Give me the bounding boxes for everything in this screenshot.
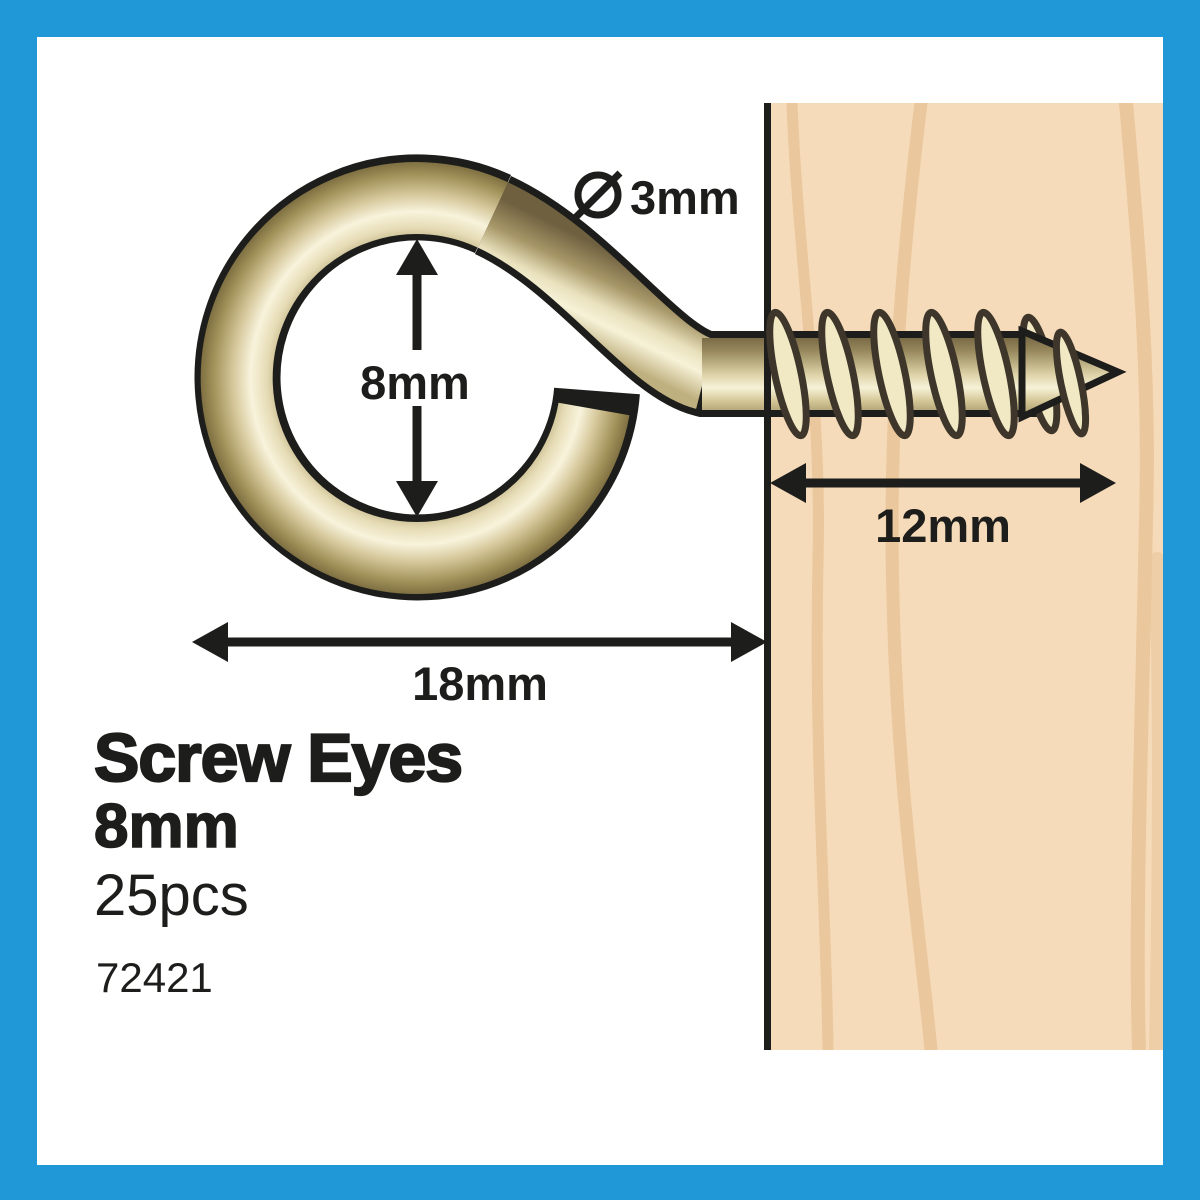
arrowhead-left — [192, 622, 228, 662]
wood-grain-line — [1119, 103, 1154, 1050]
shank-neck — [476, 182, 717, 409]
wood-grain-line — [885, 103, 938, 1050]
eye-diameter-arrow: 8mm — [355, 239, 475, 517]
screw-thread — [766, 308, 810, 440]
arrowhead-left — [770, 463, 806, 503]
product-code: 72421 — [96, 954, 213, 1001]
product-size: 8mm — [94, 792, 239, 861]
product-quantity: 25pcs — [94, 863, 249, 928]
overall-width-value: 18mm — [412, 657, 548, 710]
overall-width-arrow: 18mm — [192, 622, 767, 710]
arrowhead-right — [731, 622, 767, 662]
wood-grain-line — [786, 103, 834, 1050]
thread-length-arrow: 12mm — [770, 463, 1116, 552]
screw-thread — [1052, 328, 1090, 438]
diameter-icon — [573, 170, 623, 220]
eye-diameter-value: 8mm — [360, 356, 470, 409]
thread-length-value: 12mm — [875, 499, 1011, 552]
screw-thread — [870, 308, 914, 440]
screw-thread — [922, 308, 966, 440]
wood-surface — [768, 103, 1163, 1050]
wire-diameter-label: 3mm — [573, 170, 740, 224]
arrowhead-up — [396, 239, 438, 275]
arrowhead-down — [396, 481, 438, 517]
arrowhead-right — [1080, 463, 1116, 503]
wood-grain-line — [1149, 552, 1163, 1050]
screw-threads — [766, 308, 1127, 440]
wood-panel — [768, 103, 1163, 1050]
wood-edge-line — [764, 103, 771, 1050]
screw-thread — [818, 308, 862, 440]
wire-diameter-value: 3mm — [630, 171, 740, 224]
eye-loop — [194, 154, 640, 601]
dimension-annotations: 3mm 8mm 12mm 18mm — [192, 170, 1116, 710]
screw-thread — [974, 308, 1018, 440]
product-title: Screw Eyes — [94, 720, 462, 796]
screw-eye-illustration — [194, 103, 1127, 1050]
eye-loop-wire — [200, 162, 630, 594]
product-info: Screw Eyes 8mm 25pcs 72421 — [93, 719, 464, 1001]
